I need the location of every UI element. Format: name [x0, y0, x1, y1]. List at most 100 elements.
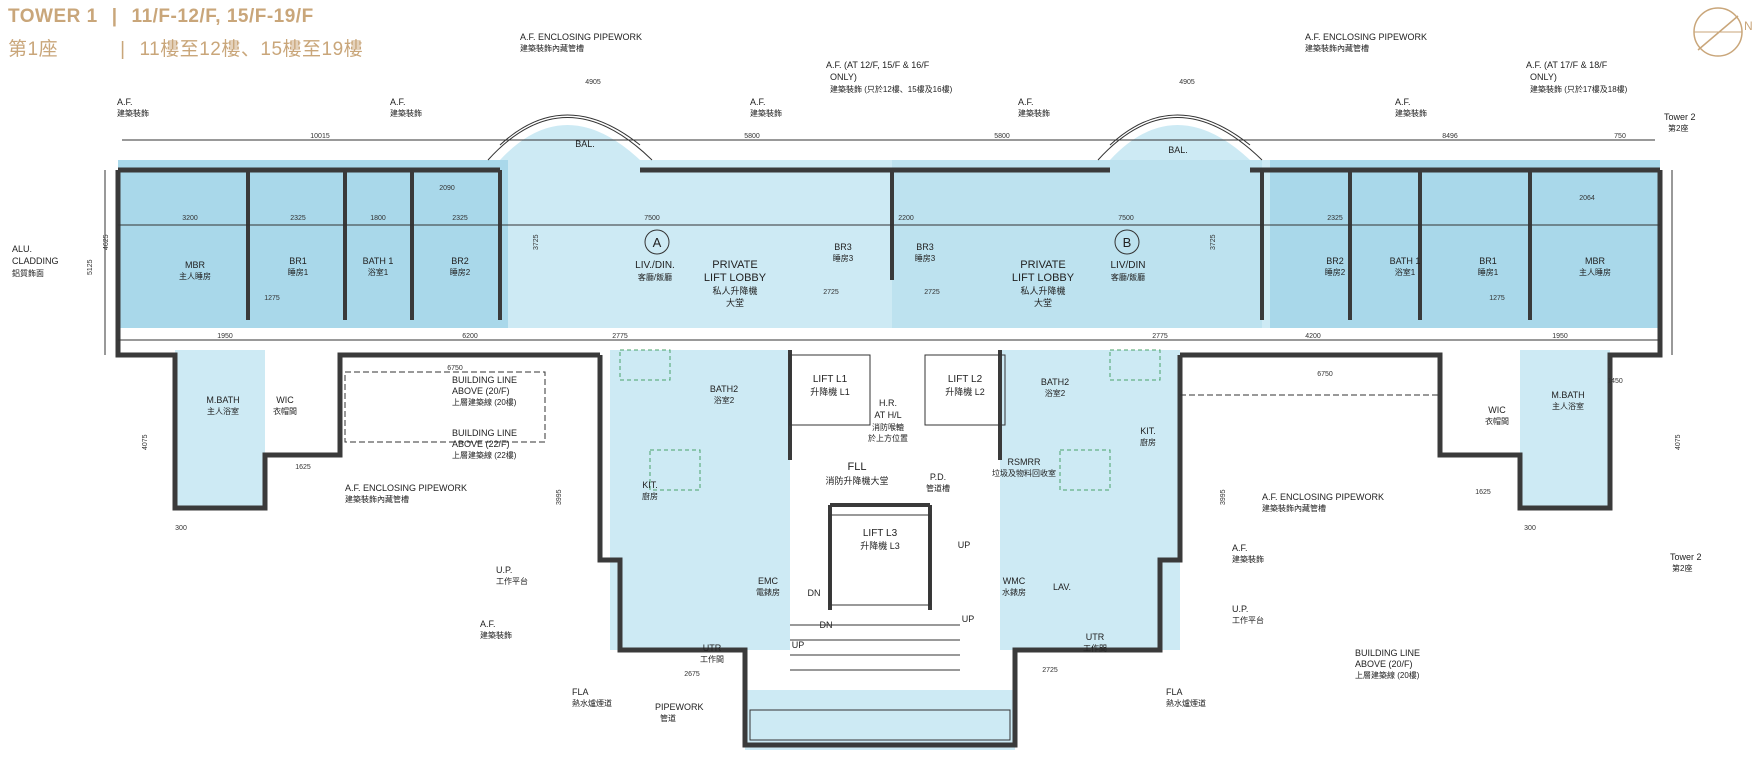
tower-name-zh: 第1座	[8, 39, 59, 60]
dim-1275-left: 1275	[264, 295, 280, 302]
mbr-right: MBR	[1585, 256, 1606, 266]
bl20-zh: 上層建築線 (20樓)	[452, 397, 517, 407]
dim-3995-right: 3995	[1220, 489, 1227, 505]
dim-1800: 1800	[370, 215, 386, 222]
af-17f-line2: ONLY)	[1530, 72, 1557, 82]
emc-label: EMC	[758, 576, 779, 586]
dim-5800-right: 5800	[994, 133, 1010, 140]
kit-left-zh: 廚房	[642, 491, 658, 501]
dim-2325-right: 2325	[1327, 215, 1343, 222]
bl20-line2: ABOVE (20/F)	[452, 386, 510, 396]
dim-2200: 2200	[898, 215, 914, 222]
af-label-2: A.F.	[390, 97, 406, 107]
tower2-top: Tower 2	[1664, 112, 1696, 122]
bath1-right-zh: 浴室1	[1395, 267, 1416, 277]
af-enclosing-1: A.F. ENCLOSING PIPEWORK	[520, 32, 642, 42]
hr-line1: H.R.	[879, 398, 897, 408]
bal-right: BAL.	[1168, 145, 1188, 155]
tower-name: TOWER 1	[8, 6, 98, 27]
dim-4625: 4625	[103, 234, 110, 250]
af-zh-5: 建築裝飾	[1395, 108, 1427, 118]
bath2-right-zh: 浴室2	[1045, 388, 1066, 398]
af-label-6: A.F.	[1232, 543, 1248, 553]
tower2-bottom: Tower 2	[1670, 552, 1702, 562]
bath2-right: BATH2	[1041, 377, 1069, 387]
af-label-4: A.F.	[1018, 97, 1034, 107]
br2-right: BR2	[1326, 256, 1344, 266]
dn-stair-1: DN	[808, 588, 821, 598]
alu-line2: CLADDING	[12, 256, 59, 266]
af-enclosing-zh-1: 建築裝飾內藏管槽	[520, 43, 584, 53]
floor-range: 11/F-12/F, 15/F-19/F	[131, 6, 314, 27]
up-label-1: U.P.	[496, 565, 512, 575]
dim-300-left: 300	[175, 525, 187, 532]
kit-left: KIT.	[642, 480, 658, 490]
unit-a-liv: LIV./DIN.	[635, 260, 675, 271]
unit-b-lobby-zh1: 私人升降機	[1020, 285, 1065, 296]
north-label: N	[1744, 19, 1753, 33]
af-enclosing-zh-3: 建築裝飾內藏管槽	[345, 494, 409, 504]
header-separator-zh: |	[120, 39, 126, 60]
lift-l3-zh: 升降機 L3	[860, 540, 900, 551]
lift-l1-zh: 升降機 L1	[810, 386, 850, 397]
lift-l3-label: LIFT L3	[863, 528, 898, 539]
bath2-left: BATH2	[710, 384, 738, 394]
br3-right: BR3	[916, 242, 934, 252]
dim-300-right: 300	[1524, 525, 1536, 532]
mbath-right-zh: 主人浴室	[1552, 401, 1584, 411]
hr-zh1: 消防喉轆	[872, 422, 904, 432]
af-enclosing-2: A.F. ENCLOSING PIPEWORK	[1305, 32, 1427, 42]
af-label-3: A.F.	[750, 97, 766, 107]
wic-right-zh: 衣帽間	[1485, 416, 1509, 426]
wic-right: WIC	[1488, 405, 1506, 415]
dim-4075-left: 4075	[142, 434, 149, 450]
unit-b-lobby-1: PRIVATE	[1020, 259, 1065, 271]
af-12f-line2: ONLY)	[830, 72, 857, 82]
br2-right-zh: 睡房2	[1325, 267, 1346, 277]
dim-1950-left: 1950	[217, 333, 233, 340]
bl20r-zh: 上層建築線 (20樓)	[1355, 670, 1420, 680]
wmc-zh: 水錶房	[1002, 587, 1026, 597]
af-label-5: A.F.	[1395, 97, 1411, 107]
bl22-line1: BUILDING LINE	[452, 428, 517, 438]
dim-5125: 5125	[87, 259, 94, 275]
dim-3725-right: 3725	[1210, 234, 1217, 250]
dim-10015: 10015	[310, 133, 330, 140]
br1-left-zh: 睡房1	[288, 267, 309, 277]
af-zh-4: 建築裝飾	[1018, 108, 1050, 118]
dim-2725-mid: 2725	[924, 289, 940, 296]
header-chinese: 第1座|11樓至12樓、15樓至19樓	[8, 34, 363, 61]
dim-2675: 2675	[684, 671, 700, 678]
bl22-line2: ABOVE (22/F)	[452, 439, 510, 449]
bath1-left: BATH 1	[363, 256, 394, 266]
wmc-label: WMC	[1003, 576, 1026, 586]
utr-left: UTR	[703, 643, 722, 653]
af-enclosing-3: A.F. ENCLOSING PIPEWORK	[345, 483, 467, 493]
af-zh-3: 建築裝飾	[750, 108, 782, 118]
hr-line2: AT H/L	[874, 410, 901, 420]
alu-zh: 鋁質飾面	[12, 268, 44, 278]
dim-7500-right: 7500	[1118, 215, 1134, 222]
up-zh-2: 工作平台	[1232, 615, 1264, 625]
dim-4905-right: 4905	[1179, 79, 1195, 86]
dim-750: 750	[1614, 133, 1626, 140]
hr-zh2: 於上方位置	[868, 433, 908, 443]
af-zh-6: 建築裝飾	[1232, 554, 1264, 564]
af-17f-zh: 建築裝飾 (只於17樓及18樓)	[1530, 84, 1628, 94]
mbr-left: MBR	[185, 260, 206, 270]
dim-8496: 8496	[1442, 133, 1458, 140]
af-zh-7: 建築裝飾	[480, 630, 512, 640]
unit-a-liv-zh: 客廳/飯廳	[638, 272, 672, 282]
north-arrow: N	[1693, 7, 1753, 57]
dim-1625-left: 1625	[295, 464, 311, 471]
tower2-top-zh: 第2座	[1668, 123, 1688, 133]
tower2-bottom-zh: 第2座	[1672, 563, 1692, 573]
rsmrr-label: RSMRR	[1008, 457, 1041, 467]
dim-6750-right: 6750	[1317, 371, 1333, 378]
dimension-labels: 4905 4905 10015 5800 5800 8496 750 3200 …	[175, 79, 1626, 678]
br2-left-zh: 睡房2	[450, 267, 471, 277]
af-enclosing-zh-2: 建築裝飾內藏管槽	[1305, 43, 1369, 53]
fla-label-1: FLA	[572, 687, 589, 697]
